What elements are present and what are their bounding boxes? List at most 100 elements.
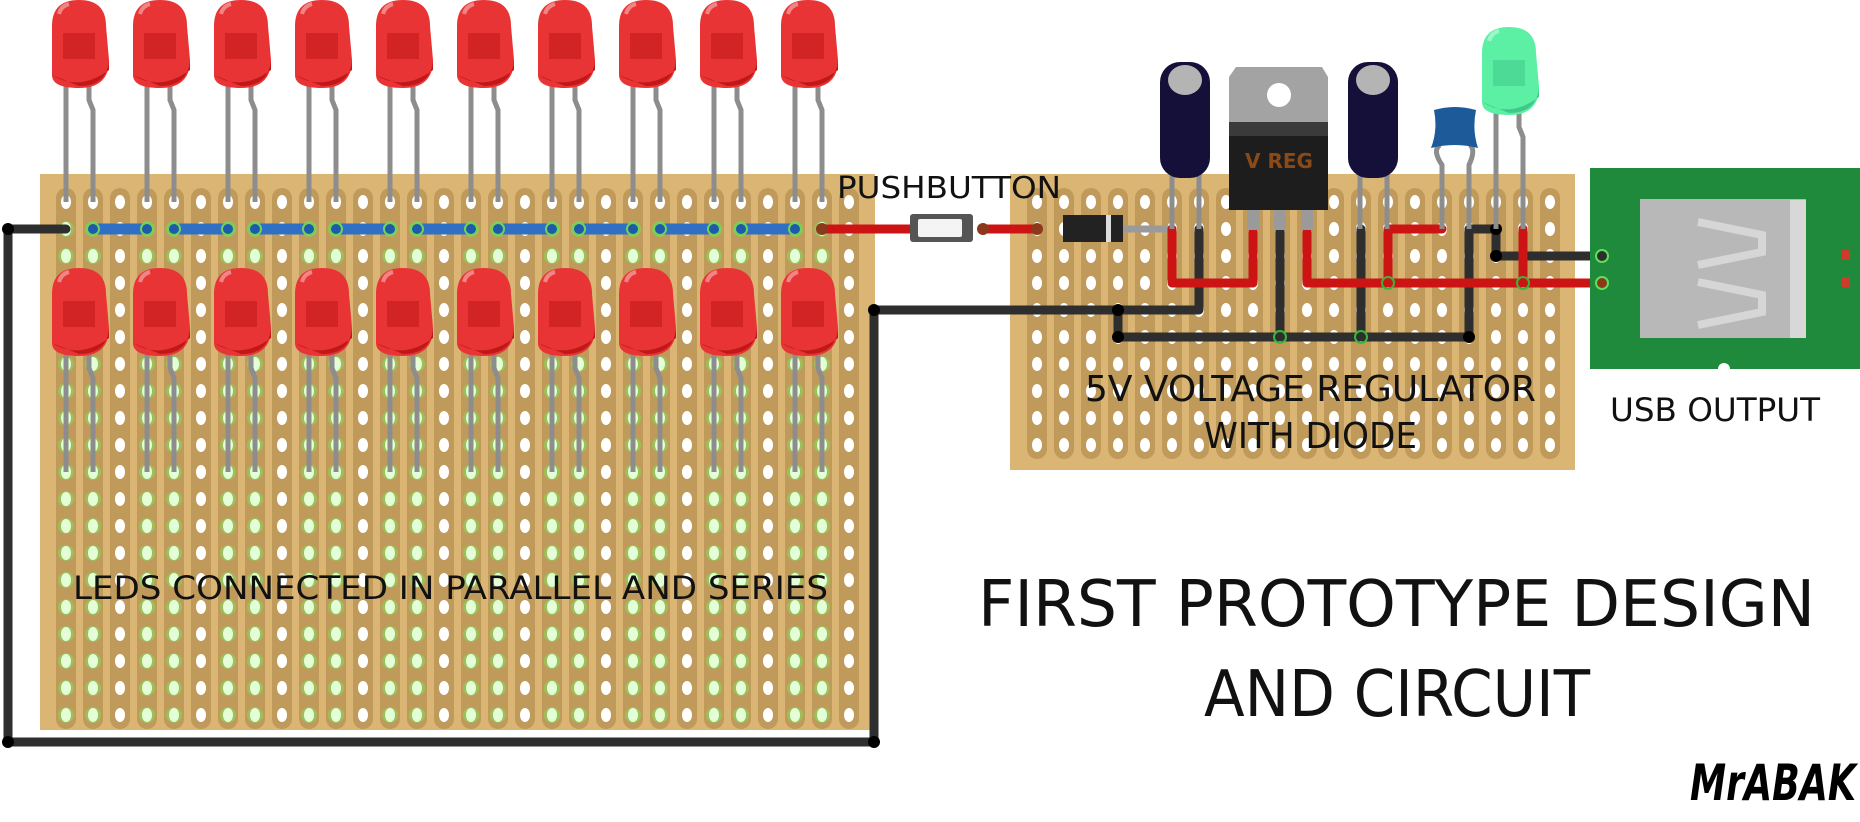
- hole: [412, 546, 422, 560]
- hole: [223, 519, 233, 533]
- led-die: [792, 33, 824, 59]
- solder-joint: [1273, 330, 1287, 344]
- hole: [736, 600, 746, 614]
- red-led-bottom: [781, 268, 838, 472]
- hole: [115, 465, 125, 479]
- hole: [736, 708, 746, 722]
- hole: [412, 519, 422, 533]
- led-anode-lead: [734, 348, 744, 472]
- led-highlight: [138, 270, 151, 283]
- copper-strip: [272, 188, 292, 729]
- hole: [439, 600, 449, 614]
- hole: [331, 573, 341, 587]
- led-highlight: [786, 2, 799, 15]
- hole: [1032, 384, 1042, 398]
- led-anode-lead: [1516, 107, 1526, 229]
- hole: [817, 654, 827, 668]
- hole: [520, 276, 530, 290]
- hole: [520, 303, 530, 317]
- hole: [682, 249, 692, 263]
- hole: [1167, 411, 1177, 425]
- hole: [601, 519, 611, 533]
- pushbutton: [910, 214, 973, 242]
- wire-endpoint: [2, 736, 14, 748]
- hole: [574, 600, 584, 614]
- led-anode-lead: [572, 80, 582, 202]
- hole: [709, 681, 719, 695]
- hole: [520, 384, 530, 398]
- hole: [628, 627, 638, 641]
- hole: [385, 573, 395, 587]
- hole: [682, 492, 692, 506]
- hole: [412, 249, 422, 263]
- hole: [1518, 330, 1528, 344]
- hole: [844, 546, 854, 560]
- hole: [763, 303, 773, 317]
- hole: [574, 627, 584, 641]
- hole: [520, 465, 530, 479]
- hole: [790, 654, 800, 668]
- hole: [196, 330, 206, 344]
- hole: [196, 249, 206, 263]
- hole: [1113, 357, 1123, 371]
- led-anode-lead: [410, 348, 420, 472]
- wire-endpoint: [1112, 304, 1124, 316]
- hole: [1113, 249, 1123, 263]
- hole: [223, 708, 233, 722]
- hole: [1302, 303, 1312, 317]
- hole: [601, 546, 611, 560]
- hole: [169, 573, 179, 587]
- hole: [439, 303, 449, 317]
- hole: [763, 465, 773, 479]
- red-led-bottom: [457, 268, 514, 472]
- led-highlight: [1487, 29, 1500, 42]
- hole: [844, 276, 854, 290]
- hole: [1383, 303, 1393, 317]
- hole: [439, 465, 449, 479]
- hole: [790, 546, 800, 560]
- hole: [574, 681, 584, 695]
- regulator-body: [1229, 122, 1328, 210]
- hole: [169, 708, 179, 722]
- hole: [115, 519, 125, 533]
- jumper-end: [248, 222, 262, 236]
- hole: [439, 276, 449, 290]
- hole: [223, 681, 233, 695]
- hole: [358, 249, 368, 263]
- hole: [736, 573, 746, 587]
- hole: [331, 627, 341, 641]
- led-rim: [133, 60, 190, 86]
- hole: [196, 195, 206, 209]
- led-die: [792, 301, 824, 327]
- hole: [466, 573, 476, 587]
- led-die: [63, 33, 95, 59]
- led-die: [549, 33, 581, 59]
- led-die: [468, 33, 500, 59]
- red-led-bottom: [700, 268, 757, 472]
- led-anode-lead: [167, 80, 177, 202]
- led-anode-lead: [86, 348, 96, 472]
- led-anode-lead: [248, 80, 258, 202]
- hole: [1491, 357, 1501, 371]
- led-highlight: [57, 2, 70, 15]
- hole: [682, 330, 692, 344]
- red-led-top: [52, 0, 109, 202]
- hole: [817, 492, 827, 506]
- hole: [385, 249, 395, 263]
- copper-strip: [1162, 188, 1182, 459]
- hole: [1329, 249, 1339, 263]
- copper-strip: [434, 188, 454, 729]
- hole: [1545, 222, 1555, 236]
- hole: [1275, 438, 1285, 452]
- led-highlight: [624, 2, 637, 15]
- hole: [1464, 384, 1474, 398]
- hole: [1140, 384, 1150, 398]
- hole: [709, 573, 719, 587]
- hole: [412, 627, 422, 641]
- hole: [1410, 303, 1420, 317]
- hole: [574, 249, 584, 263]
- jumper-end: [464, 222, 478, 236]
- hole: [358, 303, 368, 317]
- electrolytic-capacitor-output: [1348, 62, 1398, 229]
- red-led-bottom: [295, 268, 352, 472]
